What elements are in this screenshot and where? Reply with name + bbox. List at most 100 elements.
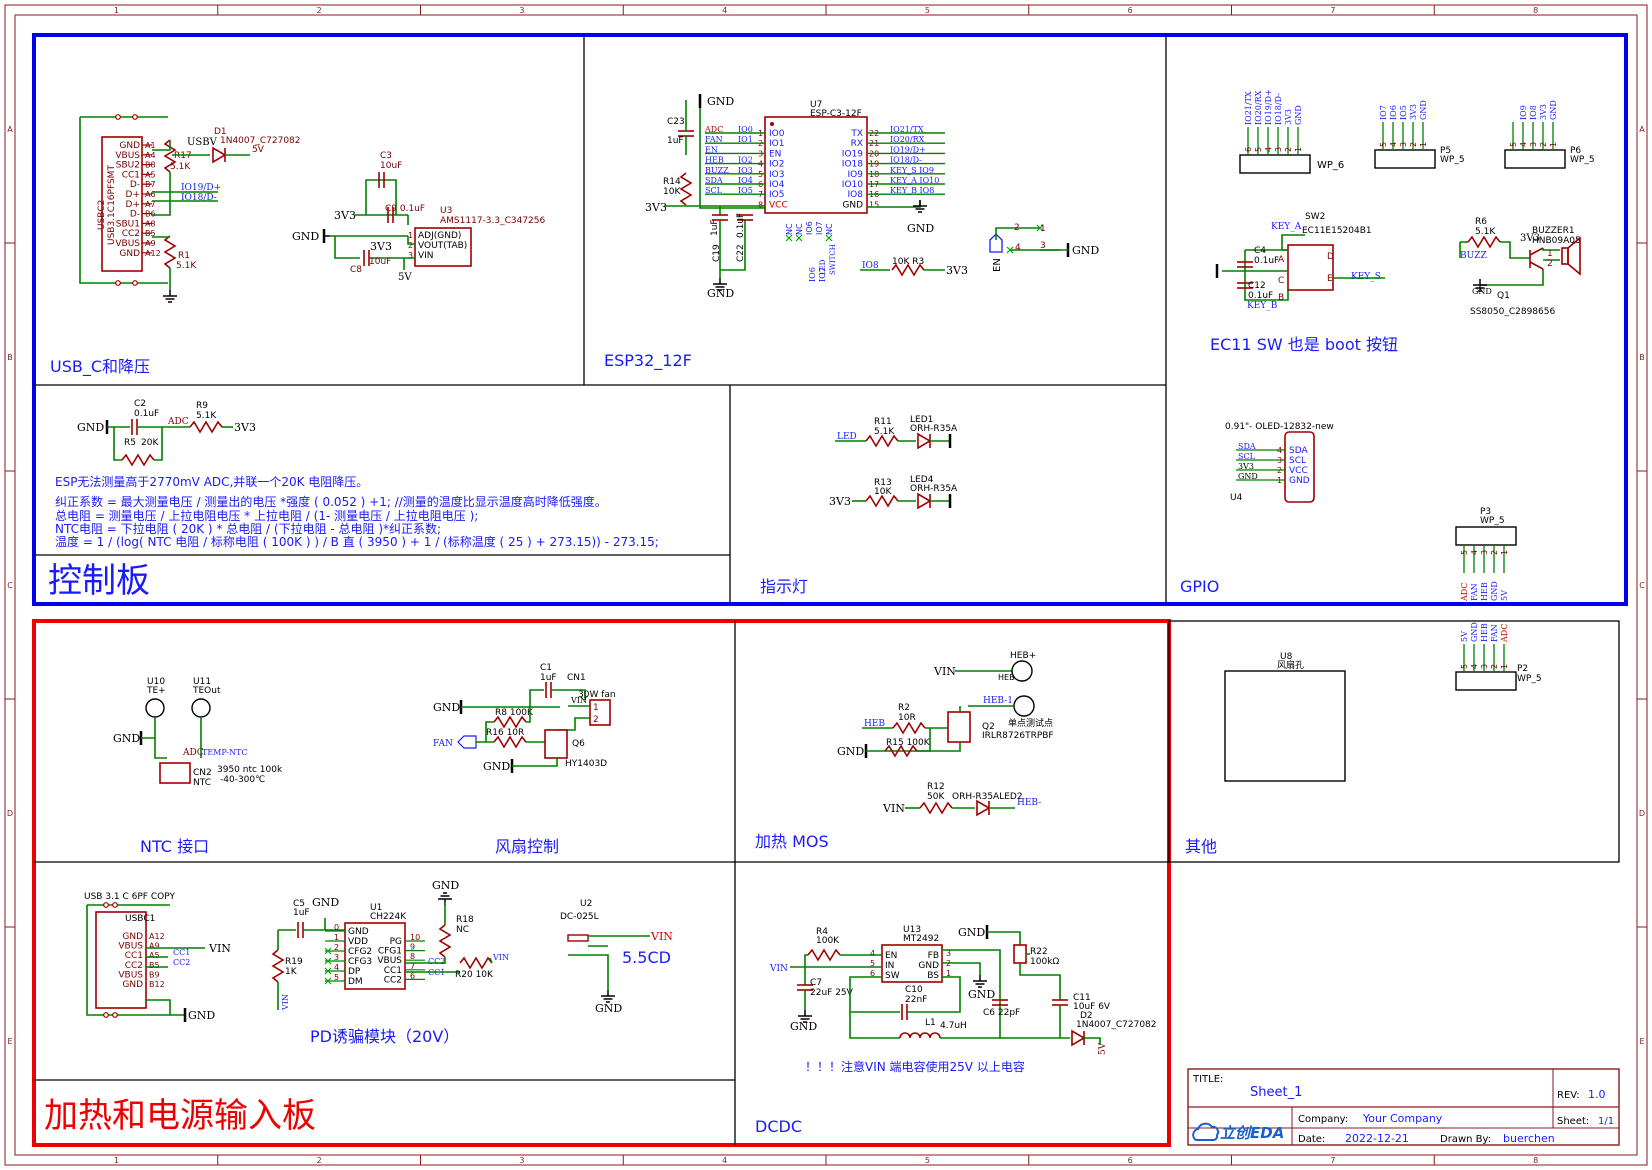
u7-ref: U7 — [810, 100, 822, 110]
r18-value: NC — [456, 925, 469, 935]
wp6-pin-num: 2 — [1284, 147, 1293, 152]
u1-right-pin-num: 7 — [410, 962, 415, 971]
esp-right-net: IO19/D+ — [890, 145, 926, 154]
usbc2-pin-num: B7 — [145, 180, 156, 189]
heb-minus-1-net: HEB-1 — [983, 696, 1013, 706]
u8-fan-hole — [1224, 670, 1346, 782]
v33-net-ldo: 3V3 — [334, 209, 356, 222]
u1-ref: U1 — [370, 903, 382, 913]
u1-left-pin: GND — [348, 927, 369, 937]
fan-circuit: GND C1 1uF CN1 30W fan 1 2 VIN R8 100K R… — [433, 663, 616, 773]
r5-label: R5 — [124, 438, 136, 448]
usbc2-pin-name: CC1 — [122, 170, 140, 180]
u13-left-pin: EN — [885, 951, 897, 961]
usbc2-pin-num: A1 — [145, 141, 156, 150]
frame-row-label: E — [7, 1037, 12, 1046]
control-board-title: 控制板 — [48, 561, 150, 601]
p2-pin-num: 2 — [1490, 664, 1499, 669]
wp6-net: IO21/TX — [1244, 91, 1253, 125]
esp-bottom-net: IO7 — [818, 267, 827, 282]
usbc1-pin-name: GND — [122, 980, 143, 990]
c9-label: C9 0.1uF — [385, 204, 425, 214]
note-3: 总电阻 = 测量电压 / 上拉电阻电压 * 上拉电阻 / (1- 测量电压 / … — [55, 508, 478, 523]
c11-ref: C11 — [1073, 993, 1091, 1003]
sw2-encoder — [1287, 244, 1334, 291]
usbc2-pin-name: SBU1 — [116, 219, 140, 229]
esp-right-net: KEY_B IO8 — [890, 186, 934, 195]
c12-ref: C12 — [1248, 281, 1266, 291]
p2-body — [1455, 671, 1517, 691]
usbc2-pin-num: A5 — [145, 170, 156, 179]
vin-net-fan: VIN — [570, 696, 587, 705]
esp-bottom-label: LED — [819, 259, 827, 275]
c11-value: 10uF 6V — [1073, 1002, 1111, 1012]
esp-right-pin: IO8 — [848, 190, 864, 200]
p2-pin-num: 3 — [1480, 664, 1489, 669]
wp6-net: IO18/D- — [1274, 93, 1283, 125]
gnd-net-adc: GND — [77, 421, 104, 434]
frame-row-label: A — [1639, 125, 1645, 134]
esp-section-label: ESP32_12F — [604, 351, 692, 371]
esp-left-io: IO4 — [738, 176, 753, 185]
c8-ref: C8 — [350, 265, 362, 275]
oled-pin-name: VCC — [1289, 466, 1308, 476]
esp-left-net: HEB — [705, 156, 724, 165]
buzzer-circuit: R6 5.1K BUZZ Q1 SS8050_C2898656 GND BUZZ… — [1459, 217, 1581, 317]
c2-value: 0.1uF — [134, 409, 159, 419]
key-a-net: KEY_A — [1271, 222, 1302, 232]
esp-right-net: IO20/RX — [890, 135, 925, 144]
note-4: NTC电阻 = 下拉电阻 ( 20K ) * 总电阻 / (下拉电阻 - 总电阻… — [55, 521, 441, 536]
svg-text:1: 1 — [1040, 224, 1046, 234]
u1-left-pin: DM — [348, 977, 363, 987]
esp-right-pin: IO9 — [848, 170, 864, 180]
fan-net: FAN — [433, 739, 453, 749]
r9-value: 5.1K — [196, 411, 217, 421]
p3-pin-num: 1 — [1500, 550, 1509, 555]
v33-net-led: 3V3 — [829, 495, 851, 508]
frame-row-label: B — [7, 353, 13, 362]
c10-value: 22nF — [905, 995, 927, 1005]
usbc1-pin-num: B9 — [149, 970, 160, 979]
cn1-connector — [589, 699, 611, 726]
r19-value: 1K — [285, 967, 298, 977]
wp6-net: GND — [1294, 105, 1303, 125]
u4-ref: U4 — [1230, 493, 1243, 503]
vin-net-dcdc: VIN — [769, 964, 788, 974]
p3-pin-num: 2 — [1490, 550, 1499, 555]
u10-name: TE+ — [146, 686, 166, 696]
c4-value: 0.1uF — [1254, 256, 1279, 266]
c1-ref: C1 — [540, 663, 552, 673]
p5-pin-num: 5 — [1379, 142, 1388, 147]
esp-left-pin: IO1 — [769, 139, 784, 149]
c22-value: 0.1uF — [736, 213, 746, 238]
led4-ref: LED4 — [910, 475, 934, 485]
cc1-net: CC1 — [173, 948, 190, 957]
frame-col-label: 7 — [1330, 1156, 1335, 1165]
cloud-logo-icon — [1192, 1122, 1220, 1141]
u1-right-pin-num: 10 — [410, 933, 420, 942]
esp-right-net: IO18/D- — [890, 156, 922, 165]
usbc2-pin-name: GND — [119, 141, 140, 151]
esp-left-net: SCL — [705, 186, 723, 195]
r4-ref: R4 — [816, 927, 828, 937]
heater-mos-circuit: VIN HEB+ HEB HEB-1 单点测试点 Q2 IRLR8726TRPB… — [837, 651, 1054, 816]
usbc1-ref: USBC1 — [125, 914, 155, 924]
c5-ref: C5 — [293, 899, 305, 909]
p3-pin-num: 5 — [1460, 550, 1469, 555]
d2-ref: D2 — [1080, 1011, 1093, 1021]
p3-net: ADC — [1460, 583, 1469, 602]
d2-part: 1N4007_C727082 — [1076, 1020, 1157, 1030]
r9-ref: R9 — [196, 401, 208, 411]
esp-left-io: IO0 — [738, 125, 753, 134]
r1-value: 5.1K — [176, 261, 197, 271]
q6-mosfet — [544, 729, 568, 759]
heb-net-1: HEB — [998, 673, 1015, 682]
u7-esp-c3 — [764, 116, 868, 214]
sheet-value: 1/1 — [1598, 1116, 1614, 1127]
c6-label: C6 22pF — [983, 1008, 1020, 1018]
p6-pin-num: 3 — [1529, 142, 1538, 147]
p6-part: WP_5 — [1570, 155, 1595, 165]
gnd-net-en: GND — [1072, 244, 1099, 257]
p2-net: GND — [1470, 622, 1479, 642]
